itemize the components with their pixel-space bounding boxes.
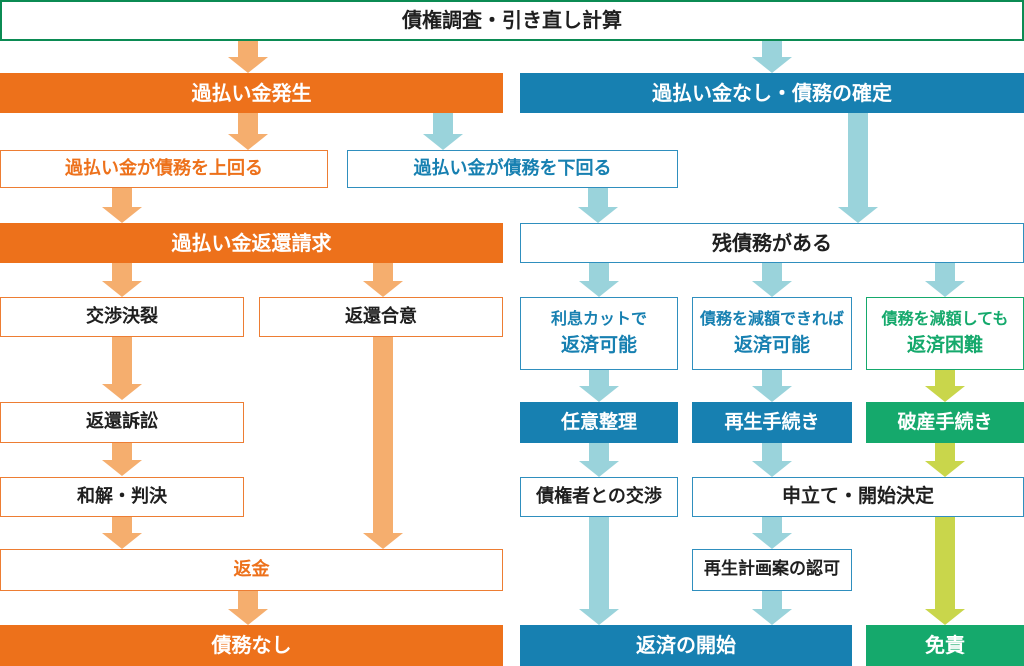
node-settlement-judgment: 和解・判決 (0, 477, 244, 517)
arrow-down-icon (228, 591, 268, 625)
node-repayment-difficult-even-reduced: 債務を減額しても 返済困難 (866, 297, 1024, 370)
node-claim-investigation: 債権調査・引き直し計算 (0, 0, 1024, 41)
node-bankruptcy-procedure: 破産手続き (866, 402, 1024, 443)
node-refund-agreement: 返還合意 (259, 297, 503, 337)
node-label-line1: 債務を減額できれば (699, 309, 844, 329)
node-label-line1: 債務を減額しても (881, 309, 1009, 329)
node-no-overpayment: 過払い金なし・債務の確定 (520, 73, 1024, 113)
arrow-down-icon (925, 517, 965, 625)
arrow-down-icon (579, 443, 619, 477)
arrow-down-icon (925, 370, 965, 402)
arrow-down-icon (102, 337, 142, 400)
arrow-down-icon (102, 443, 142, 476)
arrow-down-icon (925, 443, 965, 477)
node-overpayment-exceeds-debt: 過払い金が債務を上回る (0, 150, 328, 188)
arrow-down-icon (579, 370, 619, 402)
node-discharge: 免責 (866, 625, 1024, 666)
node-refund-lawsuit: 返還訴訟 (0, 402, 244, 443)
node-label-line2: 返済困難 (906, 334, 983, 357)
node-rehabilitation-plan-approval: 再生計画案の認可 (692, 549, 852, 591)
arrow-down-icon (752, 263, 792, 297)
arrow-down-icon (838, 113, 878, 223)
node-refund-money: 返金 (0, 549, 503, 591)
node-overpayment-refund-claim: 過払い金返還請求 (0, 223, 503, 263)
arrow-down-icon (925, 263, 965, 297)
arrow-down-icon (363, 337, 403, 549)
node-rehabilitation-procedure: 再生手続き (692, 402, 852, 443)
arrow-down-icon (102, 517, 142, 549)
arrow-down-icon (228, 41, 268, 73)
node-repayable-with-interest-cut: 利息カットで 返済可能 (520, 297, 678, 370)
node-negotiation-breakdown: 交渉決裂 (0, 297, 244, 337)
arrow-down-icon (578, 188, 618, 223)
arrow-down-icon (423, 113, 463, 150)
node-overpayment-occurred: 過払い金発生 (0, 73, 503, 113)
arrow-down-icon (579, 263, 619, 297)
node-repayable-if-debt-reduced: 債務を減額できれば 返済可能 (692, 297, 852, 370)
arrow-down-icon (752, 41, 792, 73)
arrow-down-icon (102, 263, 142, 297)
node-label-line2: 返済可能 (560, 334, 637, 357)
node-petition-start-decision: 申立て・開始決定 (692, 477, 1024, 517)
node-remaining-debt: 残債務がある (520, 223, 1024, 263)
node-overpayment-below-debt: 過払い金が債務を下回る (347, 150, 678, 188)
arrow-down-icon (102, 188, 142, 223)
arrow-down-icon (752, 591, 792, 625)
node-voluntary-liquidation: 任意整理 (520, 402, 678, 443)
node-no-debt: 債務なし (0, 625, 503, 666)
arrow-down-icon (579, 517, 619, 625)
arrow-down-icon (228, 113, 268, 150)
arrow-down-icon (752, 370, 792, 402)
arrow-down-icon (752, 443, 792, 477)
node-label-line2: 返済可能 (733, 334, 810, 357)
arrow-down-icon (752, 517, 792, 549)
node-label-line1: 利息カットで (550, 309, 647, 329)
node-creditor-negotiation: 債権者との交渉 (520, 477, 678, 517)
node-repayment-start: 返済の開始 (520, 625, 852, 666)
arrow-down-icon (363, 263, 403, 297)
